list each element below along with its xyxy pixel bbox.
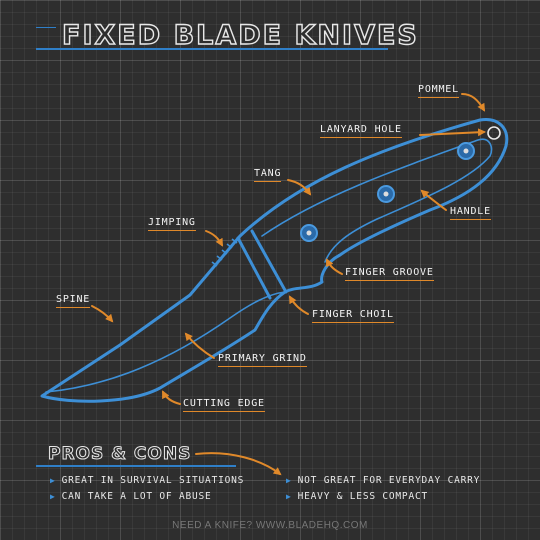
con-item: ▶NOT GREAT FOR EVERYDAY CARRY <box>286 475 481 486</box>
handle-inner-line <box>261 138 493 263</box>
arrow-primary-grind <box>184 332 215 359</box>
label-tang: TANG <box>254 168 282 182</box>
page-title: FIXED BLADE KNIVES <box>61 19 419 51</box>
label-cutting-edge: CUTTING EDGE <box>183 398 265 412</box>
arrow-pros-to-cons <box>195 452 282 476</box>
arrow-pommel <box>461 93 486 112</box>
label-lanyard-hole: LANYARD HOLE <box>320 124 402 138</box>
title-underline <box>36 48 388 50</box>
bolster-line-2 <box>250 229 288 294</box>
bolster-line <box>236 236 272 300</box>
arrow-cutting-edge <box>162 390 181 405</box>
label-primary-grind: PRIMARY GRIND <box>218 353 307 367</box>
lanyard-hole <box>487 126 501 140</box>
con-item: ▶HEAVY & LESS COMPACT <box>286 491 429 502</box>
triangle-bullet-icon: ▶ <box>50 492 56 501</box>
jimping-marks <box>211 238 238 267</box>
label-pommel: POMMEL <box>418 84 459 98</box>
label-spine: SPINE <box>56 294 91 308</box>
label-finger-choil: FINGER CHOIL <box>312 309 394 323</box>
label-jimping: JIMPING <box>148 217 196 231</box>
arrow-finger-groove <box>326 258 343 275</box>
arrow-lanyard-hole <box>419 128 486 137</box>
arrow-jimping <box>205 230 223 247</box>
arrow-handle <box>420 189 447 211</box>
label-finger-groove: FINGER GROOVE <box>345 267 434 281</box>
footer-link[interactable]: NEED A KNIFE? WWW.BLADEHQ.COM <box>172 520 368 531</box>
pro-item: ▶GREAT IN SURVIVAL SITUATIONS <box>50 475 245 486</box>
pro-item: ▶CAN TAKE A LOT OF ABUSE <box>50 491 212 502</box>
title-accent-line <box>36 27 56 28</box>
pros-cons-title: PROS & CONS <box>47 444 192 465</box>
pros-cons-underline <box>36 465 236 467</box>
label-handle: HANDLE <box>450 206 491 220</box>
knife-outline <box>40 118 509 403</box>
triangle-bullet-icon: ▶ <box>286 476 292 485</box>
handle-rivets <box>300 142 475 242</box>
arrow-tang <box>287 179 312 196</box>
triangle-bullet-icon: ▶ <box>50 476 56 485</box>
arrow-finger-choil <box>289 295 309 315</box>
blade-grind-line <box>45 291 286 393</box>
arrow-spine <box>91 305 114 323</box>
triangle-bullet-icon: ▶ <box>286 492 292 501</box>
